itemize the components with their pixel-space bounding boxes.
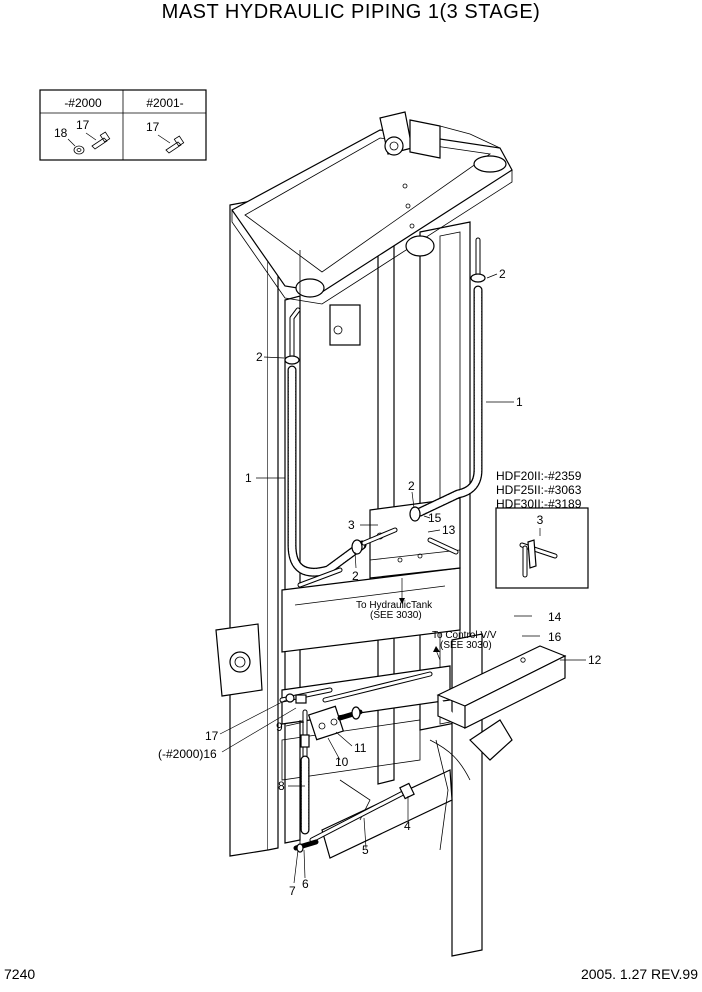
- hose-fittings: [284, 273, 486, 588]
- inset-col1-header: -#2000: [64, 96, 102, 110]
- page-title: MAST HYDRAULIC PIPING 1(3 STAGE): [161, 1, 541, 23]
- callout-2-lower: 2: [352, 569, 359, 583]
- callout-17: 17: [205, 729, 219, 743]
- callout-2-center: 2: [408, 479, 415, 493]
- lower-piping: [279, 671, 433, 853]
- callout-1-left: 1: [245, 471, 252, 485]
- bolt-icon: [157, 134, 185, 154]
- page-number: 7240: [4, 966, 36, 982]
- callout-leaders: [219, 273, 586, 884]
- model-note-2: HDF25II:-#3063: [496, 483, 582, 497]
- callout-3: 3: [348, 518, 355, 532]
- inset-label-bolt-a: 17: [76, 118, 90, 132]
- note-to-control-valve-ref: (SEE 3030): [440, 640, 492, 651]
- model-note-1: HDF20II:-#2359: [496, 469, 582, 483]
- flow-arrows: [399, 578, 441, 661]
- variant-inset-table: -#2000 #2001- 18 17 17: [39, 89, 207, 161]
- callout-1-right: 1: [516, 395, 523, 409]
- inset-label-bolt-b: 17: [146, 120, 160, 134]
- callout-15: 15: [428, 511, 442, 525]
- callout-4: 4: [404, 819, 411, 833]
- callout-numbers: 2 2 1 1 2 3 2 15 13 14 16 12 17 (-#2000)…: [158, 267, 602, 898]
- model-note-3: HDF30II:-#3189: [496, 497, 582, 511]
- callout-2-left: 2: [256, 350, 263, 364]
- callout-12: 12: [588, 653, 602, 667]
- callout-7: 7: [289, 884, 296, 898]
- inset-col2-header: #2001-: [146, 96, 183, 110]
- callout-8: 8: [278, 779, 285, 793]
- note-to-tank: To HydraulicTank: [356, 600, 433, 611]
- callout-2-top: 2: [499, 267, 506, 281]
- callout-16-variant: (-#2000)16: [158, 747, 217, 761]
- callout-5: 5: [362, 843, 369, 857]
- inset-label-washer: 18: [54, 126, 68, 140]
- washer-icon: [67, 138, 85, 155]
- detail-label: 3: [537, 513, 544, 527]
- note-to-control-valve: To Control V/V: [432, 630, 497, 641]
- callout-10: 10: [335, 755, 349, 769]
- callout-11: 11: [354, 741, 367, 755]
- high-pressure-hoses: [287, 237, 483, 577]
- callout-9: 9: [276, 720, 283, 734]
- callout-16: 16: [548, 630, 562, 644]
- callout-13: 13: [442, 523, 456, 537]
- revision-stamp: 2005. 1.27 REV.99: [580, 966, 698, 982]
- callout-14: 14: [548, 610, 562, 624]
- bolt-icon: [85, 131, 111, 150]
- note-to-tank-ref: (SEE 3030): [370, 610, 422, 621]
- detail-inset-box: 3: [495, 507, 589, 589]
- callout-6: 6: [302, 877, 309, 891]
